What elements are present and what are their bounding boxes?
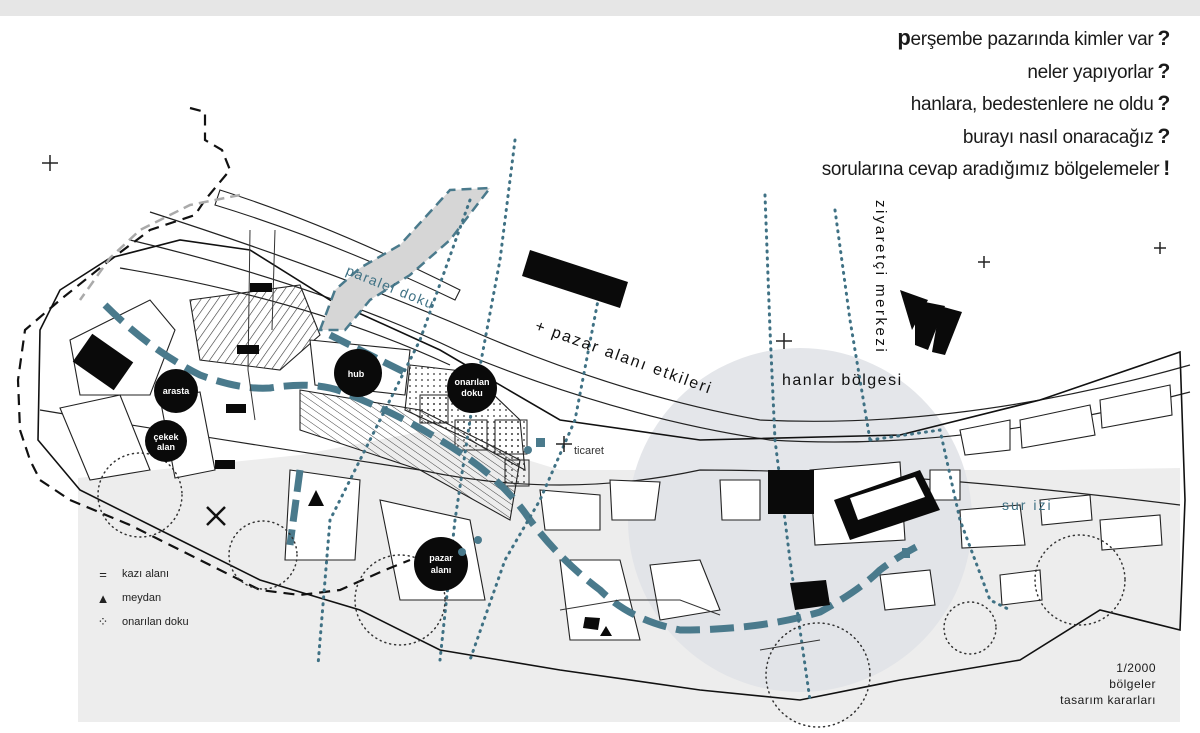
equals-icon: = [99,566,107,582]
ziyaretci-label: ziyaretçi merkezi [872,200,889,354]
arasta-label: arasta [163,386,191,396]
x-mark [206,506,226,526]
meydan-triangle [308,490,324,506]
site-outline [37,239,1186,701]
scale-line3: tasarım kararları [1060,693,1156,707]
scale-caption: 1/2000 bölgeler tasarım kararları [1060,660,1156,708]
question-line-1: perşembe pazarında kimler var? [897,25,1170,50]
triangle-icon: ▲ [96,590,110,606]
questions-block: perşembe pazarında kimler var? neler yap… [821,22,1171,186]
scale-line2: bölgeler [1109,677,1156,691]
boundary-dashed [16,106,411,597]
hanlar-zone [628,348,972,692]
question-line-2: neler yapıyorlar? [1027,59,1170,83]
top-strip [0,0,1200,16]
cekek-label: çekek [153,432,179,442]
main-route [102,302,922,634]
doku-label: doku [461,388,483,398]
question-line-4: burayı nasıl onaracağız? [962,124,1170,148]
thin-paths [247,229,821,651]
dotted-circles [97,452,1126,728]
green-corridor [318,186,493,332]
legend-row-meydan: ▲meydan [92,586,189,610]
map-legend: =kazı alanı ▲meydan ⁘onarılan doku [92,562,189,634]
plus-marks [42,155,1166,452]
cekek-alan-label: alan [157,442,175,452]
small-teal-markers [458,438,910,558]
legend-row-onarilan: ⁘onarılan doku [92,610,189,634]
dots-icon: ⁘ [97,614,109,629]
repaired-fabric [419,394,530,487]
hub-label: hub [348,369,365,379]
question-line-3: hanlara, bedestenlere ne oldu? [910,92,1171,115]
han-courtyard [850,477,925,520]
hanlar-label: hanlar bölgesi [782,372,903,389]
pazar-label: pazar [429,553,453,563]
legend-row-kazi: =kazı alanı [92,562,189,586]
scale-ratio: 1/2000 [1116,661,1156,675]
ticaret-label: ticaret [574,445,604,457]
alani-label: alanı [431,565,452,575]
sur-izi-label: sur izi [1002,497,1053,513]
onarilan-label: onarılan [454,377,489,387]
route-branch [286,469,304,546]
pazar-alani-label: + pazar alanı etkileri [533,318,715,398]
meydan-triangle-2 [600,626,612,636]
boundary-grey [78,193,241,301]
question-line-5: sorularına cevap aradığımız bölgelemeler… [821,157,1171,180]
label-circles [145,349,497,591]
